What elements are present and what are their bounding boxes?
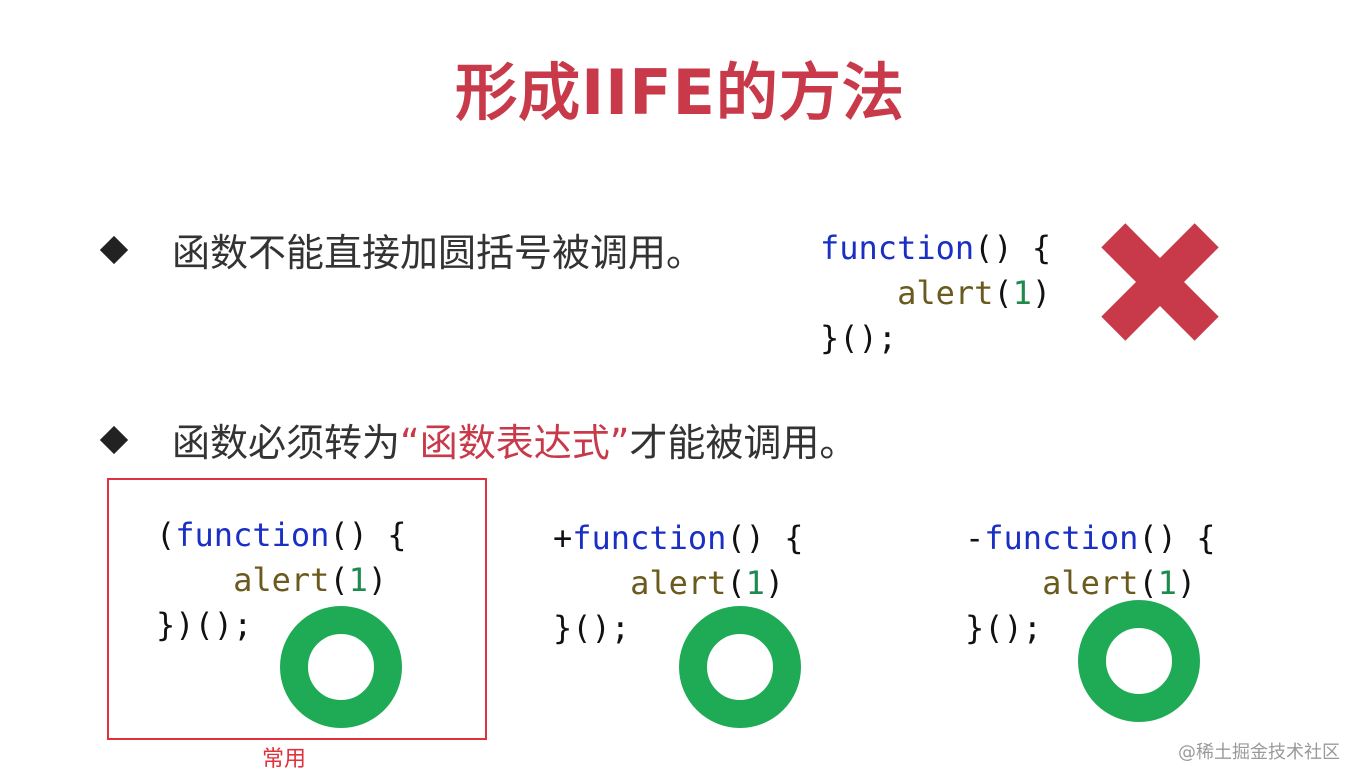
- code-number: 1: [1157, 564, 1177, 602]
- code-function-call: alert: [233, 561, 330, 599]
- code-number: 1: [745, 564, 765, 602]
- code-keyword: function: [820, 229, 975, 267]
- code-plus: +function() { alert(1) }();: [553, 516, 803, 651]
- code-text: }();: [553, 609, 631, 647]
- diamond-bullet-icon: [99, 425, 129, 454]
- bullet-1: 函数不能直接加圆括号被调用。: [98, 222, 704, 277]
- code-text: }();: [820, 319, 898, 357]
- common-usage-label: 常用: [262, 747, 307, 772]
- code-parens: (function() { alert(1) })();: [156, 513, 406, 648]
- code-minus: -function() { alert(1) }();: [965, 516, 1215, 651]
- code-text: (: [156, 516, 176, 554]
- code-keyword: function: [572, 519, 727, 557]
- cross-icon: [1101, 223, 1219, 341]
- code-text: ): [764, 564, 785, 602]
- code-text: ): [1176, 564, 1197, 602]
- slide-title: 形成IIFE的方法: [455, 56, 905, 129]
- bullet-2: 函数必须转为“函数表达式”才能被调用。: [98, 412, 857, 467]
- bullet-2-text-before: 函数必须转为: [172, 421, 401, 465]
- code-text: () {: [974, 229, 1052, 267]
- code-text: () {: [726, 519, 804, 557]
- code-text: (: [726, 564, 746, 602]
- code-text: (: [1138, 564, 1158, 602]
- bullet-2-text-after: 才能被调用。: [629, 421, 858, 465]
- code-keyword: function: [984, 519, 1139, 557]
- code-function-call: alert: [897, 274, 994, 312]
- code-text: ): [367, 561, 388, 599]
- code-text: +: [553, 519, 573, 557]
- code-text: () {: [329, 516, 407, 554]
- code-function-call: alert: [1042, 564, 1139, 602]
- bullet-1-text: 函数不能直接加圆括号被调用。: [172, 231, 705, 275]
- code-wrong: function() { alert(1) }();: [820, 226, 1051, 361]
- diamond-bullet-icon: [99, 235, 129, 264]
- code-text: (: [993, 274, 1013, 312]
- code-number: 1: [1012, 274, 1032, 312]
- code-keyword: function: [175, 516, 330, 554]
- code-text: () {: [1138, 519, 1216, 557]
- code-text: ): [1031, 274, 1052, 312]
- watermark: @稀土掘金技术社区: [1178, 742, 1340, 763]
- code-text: }();: [965, 609, 1043, 647]
- code-text: (: [329, 561, 349, 599]
- code-text: })();: [156, 606, 253, 644]
- common-usage-box: [107, 478, 487, 740]
- ring-icon: [679, 606, 801, 728]
- ring-icon: [280, 606, 402, 728]
- code-function-call: alert: [630, 564, 727, 602]
- bullet-2-highlight: “函数表达式”: [400, 421, 630, 465]
- ring-icon: [1078, 600, 1200, 722]
- code-number: 1: [348, 561, 368, 599]
- code-text: -: [965, 519, 985, 557]
